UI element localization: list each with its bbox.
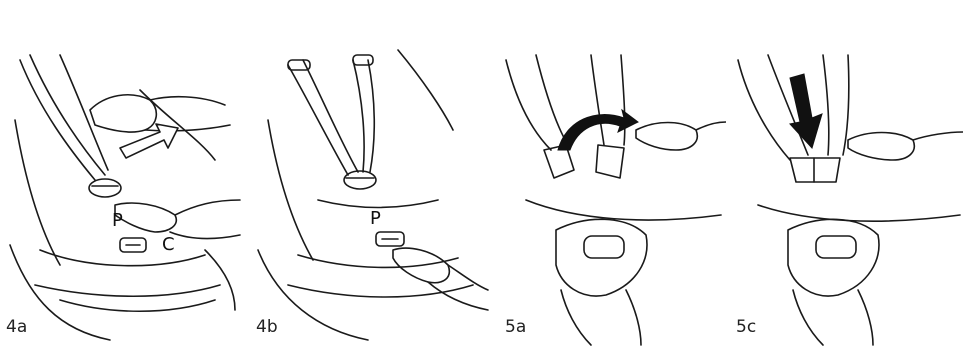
panel-4b: P 4b bbox=[248, 0, 493, 357]
hollow-arrow-icon bbox=[0, 0, 245, 357]
down-arrow-icon bbox=[728, 0, 963, 357]
label-c: C bbox=[162, 236, 175, 254]
panel-5c: 5c bbox=[728, 0, 963, 357]
label-p: P bbox=[370, 210, 381, 228]
step-label: 4a bbox=[6, 319, 27, 336]
label-p: P bbox=[112, 212, 123, 230]
step-label: 5a bbox=[505, 319, 526, 336]
panel-4a: P C 4a bbox=[0, 0, 245, 357]
step-label: 4b bbox=[256, 319, 278, 336]
panel-5a: 5a bbox=[496, 0, 726, 357]
step-label: 5c bbox=[736, 319, 756, 336]
illustration-4b bbox=[248, 0, 493, 357]
curved-arrow-icon bbox=[496, 0, 726, 357]
